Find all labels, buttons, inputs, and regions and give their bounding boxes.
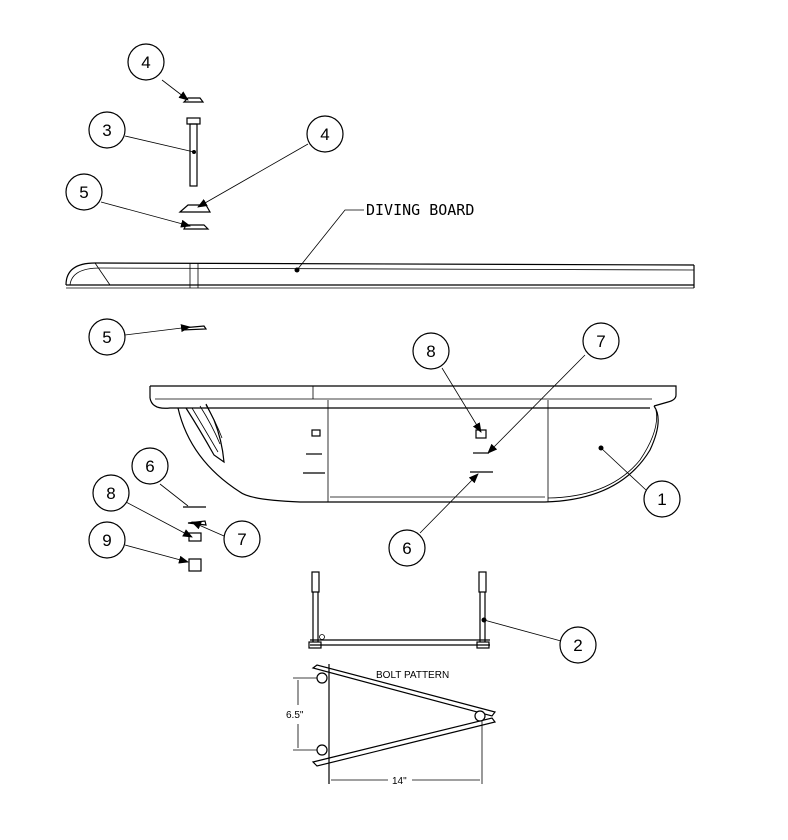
part-1-stand-base [149, 385, 677, 503]
callout-number: 7 [596, 332, 605, 351]
part-4-mid-washer [178, 204, 212, 213]
callout-5-top: 5 [65, 173, 103, 211]
callout-8-stand: 8 [412, 332, 450, 370]
dimension-width-label: 14" [392, 776, 407, 787]
callout-7-stand: 7 [582, 322, 620, 360]
callout-number: 3 [102, 121, 111, 140]
callout-7-loose: 7 [223, 520, 261, 558]
diving-board-label: DIVING BOARD [366, 201, 474, 219]
callout-4-top: 4 [127, 43, 165, 81]
dimension-height-label: 6.5" [286, 710, 304, 721]
callout-number: 6 [145, 457, 154, 476]
part-4-top-washer [182, 97, 205, 103]
callout-6-loose: 6 [131, 447, 169, 485]
callout-number: 1 [657, 490, 666, 509]
callout-number: 6 [402, 539, 411, 558]
callout-number: 7 [237, 530, 246, 549]
callout-number: 5 [79, 183, 88, 202]
callout-5-bottom: 5 [88, 318, 126, 356]
callout-number: 4 [141, 53, 150, 72]
callout-number: 8 [106, 484, 115, 503]
part-2-anchor-bolts [308, 571, 490, 649]
part-8-loose-nut [188, 532, 202, 542]
callout-2: 2 [559, 626, 597, 664]
callout-number: 9 [102, 531, 111, 550]
callout-1: 1 [643, 480, 681, 518]
bolt-pattern-title: BOLT PATTERN [376, 670, 449, 681]
callout-4-mid: 4 [306, 115, 344, 153]
diving-board [65, 262, 695, 289]
part-9-loose-cap [188, 558, 202, 572]
bolt-pattern-diagram [293, 664, 497, 784]
leader-lines [100, 79, 647, 642]
callout-number: 5 [102, 328, 111, 347]
callout-8-loose: 8 [92, 474, 130, 512]
part-3-bolt [186, 117, 201, 187]
callout-number: 4 [320, 125, 329, 144]
part-5-bottom-pad [181, 325, 208, 331]
callout-number: 2 [573, 636, 582, 655]
callout-3: 3 [88, 111, 126, 149]
callout-9: 9 [88, 521, 126, 559]
callout-6-stand: 6 [388, 529, 426, 567]
callout-number: 8 [426, 342, 435, 361]
